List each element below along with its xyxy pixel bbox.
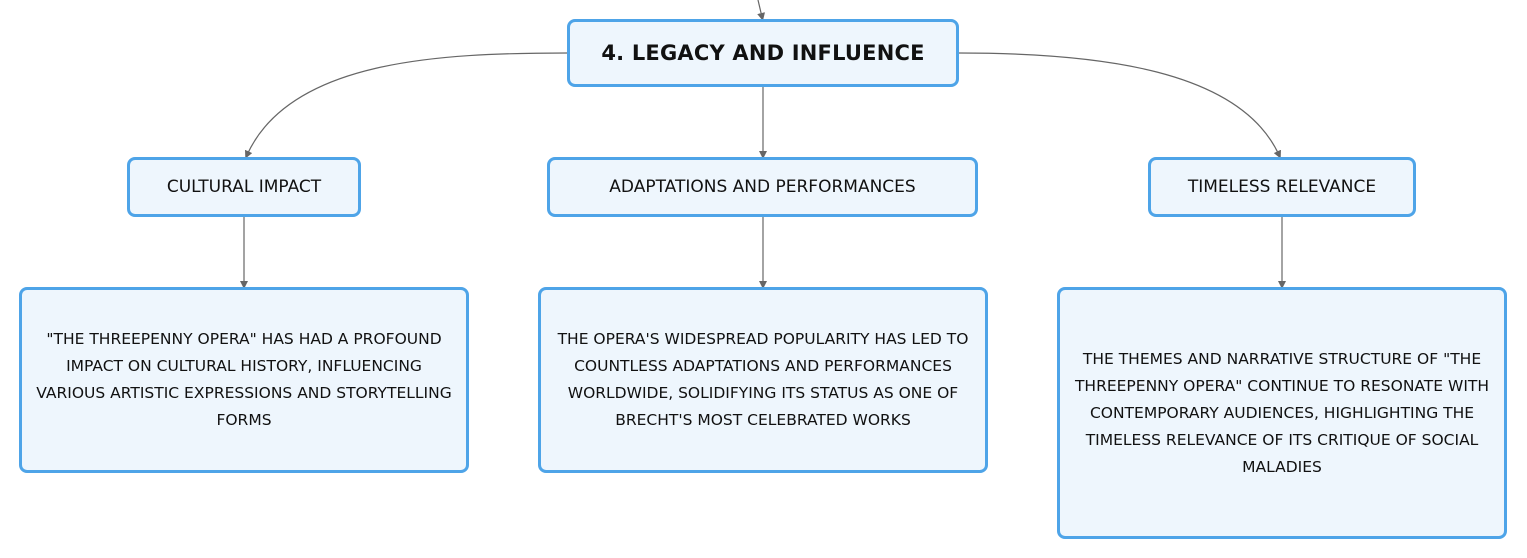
detail-node-timeless-relevance[interactable]: THE THEMES AND NARRATIVE STRUCTURE OF "T… <box>1057 287 1507 539</box>
branch-node-label: ADAPTATIONS AND PERFORMANCES <box>609 177 916 197</box>
branch-node-label: TIMELESS RELEVANCE <box>1187 177 1377 197</box>
root-node-label: 4. LEGACY AND INFLUENCE <box>601 41 925 65</box>
root-node-legacy-and-influence[interactable]: 4. LEGACY AND INFLUENCE <box>567 19 959 87</box>
detail-node-adaptations-and-performances[interactable]: THE OPERA'S WIDESPREAD POPULARITY HAS LE… <box>538 287 988 473</box>
detail-node-text: THE THEMES AND NARRATIVE STRUCTURE OF "T… <box>1074 349 1490 476</box>
connector-root-to-cultural-impact <box>245 52 568 159</box>
detail-node-text: THE OPERA'S WIDESPREAD POPULARITY HAS LE… <box>557 330 969 429</box>
detail-node-cultural-impact[interactable]: "THE THREEPENNY OPERA" HAS HAD A PROFOUN… <box>19 287 469 473</box>
connector-root-to-timeless-relevance <box>958 52 1281 159</box>
connector-parent-to-root <box>757 0 765 21</box>
branch-node-timeless-relevance[interactable]: TIMELESS RELEVANCE <box>1148 157 1416 217</box>
branch-node-label: CULTURAL IMPACT <box>166 177 322 197</box>
detail-node-text: "THE THREEPENNY OPERA" HAS HAD A PROFOUN… <box>36 330 452 429</box>
branch-node-adaptations-and-performances[interactable]: ADAPTATIONS AND PERFORMANCES <box>547 157 978 217</box>
branch-node-cultural-impact[interactable]: CULTURAL IMPACT <box>127 157 361 217</box>
